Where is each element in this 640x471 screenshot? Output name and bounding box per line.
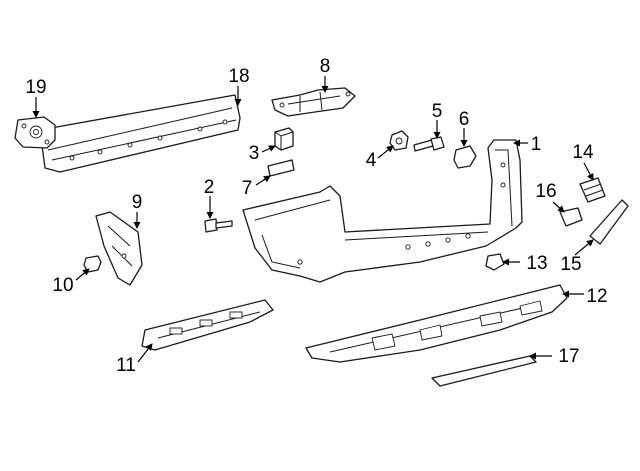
trim-molding-part <box>589 199 629 245</box>
bolt-5-part <box>413 136 445 152</box>
callout-7: 7 <box>242 178 253 199</box>
callout-3: 3 <box>249 143 260 164</box>
callout-14: 14 <box>572 142 594 163</box>
upper-bracket-part <box>271 87 356 117</box>
callout-18: 18 <box>228 66 249 87</box>
energy-absorber-part <box>14 116 56 149</box>
callout-labels: 19 18 8 3 7 2 4 5 6 1 9 10 11 12 13 14 1… <box>25 56 607 376</box>
callout-12: 12 <box>586 286 607 307</box>
callout-8: 8 <box>320 56 331 77</box>
callout-6: 6 <box>459 109 470 130</box>
callout-10: 10 <box>52 275 73 296</box>
pad-part <box>267 159 295 177</box>
reinforcement-bar-part <box>39 94 241 173</box>
callout-17: 17 <box>558 346 579 367</box>
callout-5: 5 <box>432 101 443 122</box>
lower-support-part <box>141 299 274 351</box>
push-clip-part <box>83 255 102 273</box>
tow-hook-cover-part <box>453 145 477 169</box>
callout-15: 15 <box>560 254 581 275</box>
side-bracket-part <box>95 211 143 286</box>
bumper-cover-part <box>242 139 523 283</box>
reflector-part <box>431 355 537 387</box>
callout-19: 19 <box>25 77 46 98</box>
grommet-part <box>389 130 409 151</box>
bolt-2-part <box>204 218 233 233</box>
valance-part <box>305 284 568 363</box>
callout-9: 9 <box>132 192 143 213</box>
retainer-part <box>485 253 505 271</box>
callout-4: 4 <box>366 150 377 171</box>
callout-1: 1 <box>531 134 542 155</box>
reflector-trim-part <box>579 177 606 203</box>
callout-16: 16 <box>535 181 556 202</box>
callout-2: 2 <box>204 177 215 198</box>
retainer-bracket-part <box>559 207 583 227</box>
callout-11: 11 <box>116 355 136 376</box>
callout-13: 13 <box>526 253 547 274</box>
clip-part <box>274 127 294 151</box>
leader-lines <box>32 76 594 363</box>
